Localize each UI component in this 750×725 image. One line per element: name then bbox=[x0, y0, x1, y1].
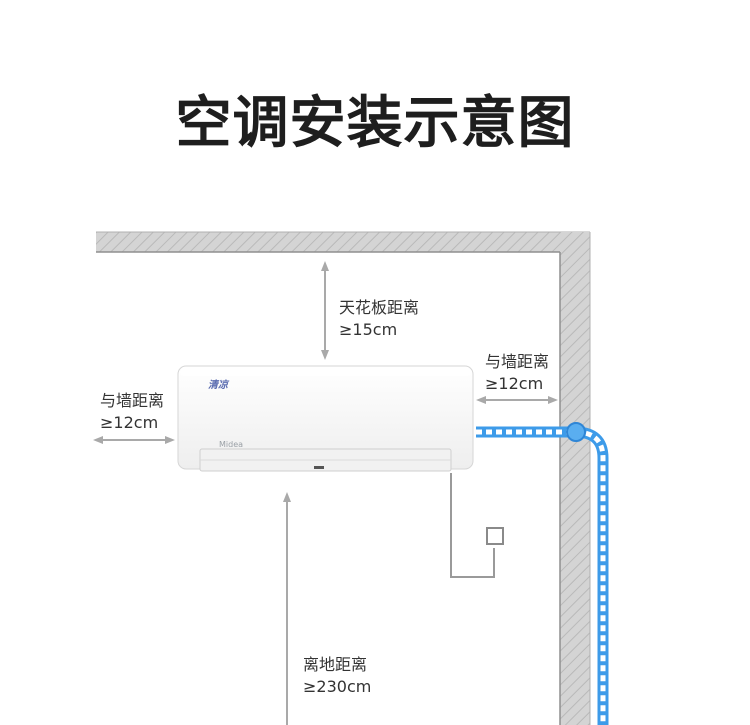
unit-logo: 清凉 bbox=[208, 380, 228, 391]
floor-distance-label: 离地距离 ≥230cm bbox=[303, 654, 371, 698]
unit-brand: Midea bbox=[219, 440, 244, 449]
left-wall-distance-title: 与墙距离 bbox=[100, 391, 165, 410]
right-wall bbox=[559, 232, 591, 725]
ceiling-distance-value: ≥15cm bbox=[339, 320, 398, 339]
floor-distance-value: ≥230cm bbox=[303, 677, 372, 696]
right-wall-distance-title: 与墙距离 bbox=[485, 352, 550, 371]
refrigerant-pipe bbox=[476, 422, 609, 725]
floor-distance-title: 离地距离 bbox=[303, 655, 368, 674]
right-wall-distance-value: ≥12cm bbox=[485, 374, 544, 393]
page-title: 空调安装示意图 bbox=[175, 91, 575, 156]
ceiling-distance-title: 天花板距离 bbox=[339, 298, 420, 317]
ceiling-distance-label: 天花板距离 ≥15cm bbox=[339, 297, 419, 341]
left-wall-distance-label: 与墙距离 ≥12cm bbox=[100, 390, 164, 434]
right-wall-distance-label: 与墙距离 ≥12cm bbox=[485, 351, 549, 395]
drain-line bbox=[450, 473, 504, 578]
ceiling bbox=[96, 231, 590, 253]
left-wall-distance-value: ≥12cm bbox=[100, 413, 159, 432]
indoor-unit bbox=[177, 365, 474, 472]
